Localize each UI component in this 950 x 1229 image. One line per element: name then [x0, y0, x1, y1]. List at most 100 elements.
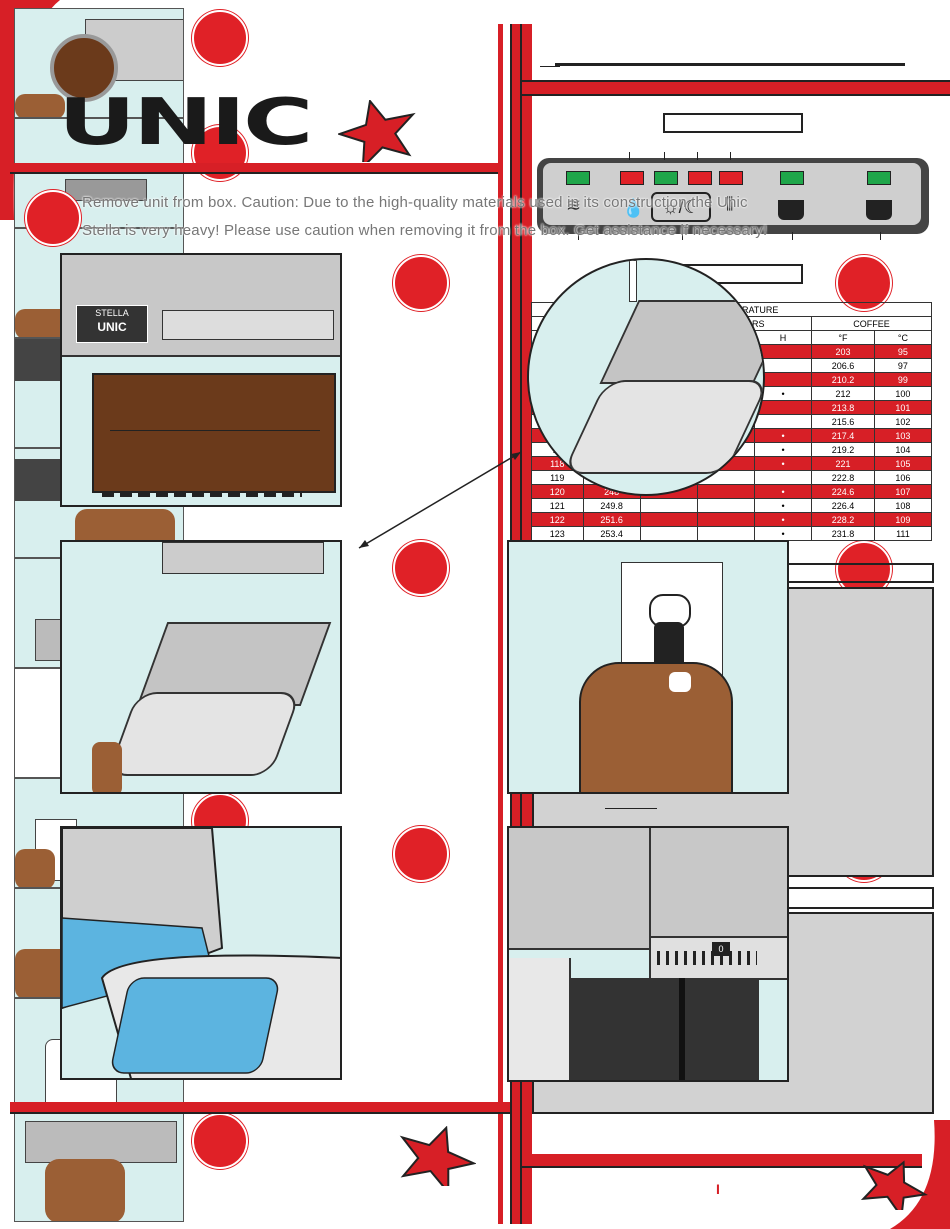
- lamp-double-cup: [867, 171, 891, 185]
- table-col-c: °C: [873, 330, 933, 345]
- table-cell: 108: [873, 498, 933, 513]
- heading-box-panel: [663, 113, 803, 133]
- heading-box-plug: [787, 563, 934, 583]
- table-cell: 210.2: [811, 372, 875, 387]
- power-switch[interactable]: 0: [712, 942, 730, 956]
- table-cell: 101: [873, 400, 933, 415]
- hand: [579, 662, 733, 792]
- table-cell: 251.6: [582, 512, 641, 527]
- bullet-11: [393, 826, 449, 882]
- table-cell: 105: [873, 456, 933, 471]
- table-cell: 213.8: [811, 400, 875, 415]
- sun-moon-switch[interactable]: ☼/☾: [651, 192, 711, 222]
- table-cell: [696, 484, 755, 499]
- lamp-water: [620, 171, 644, 185]
- table-cell: 222.8: [811, 470, 875, 485]
- heading-box-switch: [787, 887, 934, 909]
- header-rule: [555, 63, 905, 66]
- star-icon: [338, 100, 416, 162]
- table-cell: 97: [873, 358, 933, 373]
- table-cell: 249.8: [582, 498, 641, 513]
- steam-icon: ≋: [566, 195, 582, 215]
- table-cell: 100: [873, 386, 933, 401]
- table-cell: [753, 400, 813, 415]
- bullet-3: [25, 190, 81, 246]
- table-cell: 231.8: [811, 526, 875, 541]
- bullet-9: [393, 255, 449, 311]
- table-cell: [753, 470, 813, 485]
- table-cell: [696, 498, 755, 513]
- table-group-right: COFFEE: [811, 316, 932, 331]
- table-cell: 104: [873, 442, 933, 457]
- bullet-5: [192, 1113, 248, 1169]
- table-cell: 109: [873, 512, 933, 527]
- table-cell: 120: [531, 484, 584, 499]
- table-cell: 226.4: [811, 498, 875, 513]
- table-cell: 212: [811, 386, 875, 401]
- illustration-drip-tray: [60, 540, 342, 794]
- table-cell: •: [753, 442, 813, 457]
- table-cell: 123: [531, 526, 584, 541]
- star-icon-corner: [860, 1160, 928, 1210]
- hand: [15, 94, 65, 117]
- illustration-machine-on-box: STELLA UNIC: [60, 253, 342, 507]
- table-cell: [639, 526, 698, 541]
- double-cup-icon: [866, 200, 892, 220]
- control-panel: [537, 158, 929, 234]
- table-col-h: H: [753, 330, 813, 345]
- step1-text-line1: Remove unit from box. Caution: Due to th…: [82, 194, 748, 211]
- table-cell: 111: [873, 526, 933, 541]
- table-cell: 203: [811, 344, 875, 359]
- single-cup-icon: [778, 200, 804, 220]
- table-cell: •: [753, 512, 813, 527]
- magnifier-circle: [527, 258, 765, 496]
- table-cell: [639, 498, 698, 513]
- table-cell: •: [753, 526, 813, 541]
- table-cell: 106: [873, 470, 933, 485]
- table-cell: 95: [873, 344, 933, 359]
- thumbnail-portafilter: [14, 8, 184, 118]
- red-rule-upper: [10, 163, 500, 172]
- illustration-plug-in: [507, 540, 789, 794]
- table-cell: 107: [873, 484, 933, 499]
- bullet-1: [192, 10, 248, 66]
- star-icon-bottom: [399, 1126, 476, 1186]
- table-cell: 228.2: [811, 512, 875, 527]
- thumbnail-press-button: [14, 1108, 184, 1222]
- cardboard-box: [92, 373, 336, 493]
- hot-water-icon: ⫼: [726, 196, 734, 213]
- table-cell: 217.4: [811, 428, 875, 443]
- table-cell: 224.6: [811, 484, 875, 499]
- panel-brand-bottom: UNIC: [97, 320, 127, 334]
- lamp-single-cup: [780, 171, 804, 185]
- illustration-fill-reservoir: [60, 826, 342, 1080]
- red-rule-lower: [10, 1102, 510, 1112]
- unic-logo: UNIC: [58, 86, 313, 160]
- table-cell: 253.4: [582, 526, 641, 541]
- table-cell: [639, 512, 698, 527]
- illustration-power-switch: 0: [507, 826, 789, 1082]
- lamp-heat-1: [688, 171, 712, 185]
- table-cell: 215.6: [811, 414, 875, 429]
- portafilter-coffee: [50, 34, 118, 102]
- lamp-steam: [566, 171, 590, 185]
- page-number: I: [716, 1181, 720, 1197]
- table-cell: 99: [873, 372, 933, 387]
- corner-swoosh-bottom-right: [890, 1120, 950, 1229]
- table-cell: •: [753, 456, 813, 471]
- table-cell: •: [753, 484, 813, 499]
- table-cell: •: [753, 428, 813, 443]
- table-cell: •: [753, 498, 813, 513]
- panel-brand-top: STELLA: [95, 308, 129, 318]
- table-col-f: °F: [811, 330, 875, 345]
- table-cell: 103: [873, 428, 933, 443]
- water-drop-icon: 💧: [622, 198, 645, 218]
- lamp-heat-2: [719, 171, 743, 185]
- table-cell: [753, 414, 813, 429]
- table-cell: 122: [531, 512, 584, 527]
- table-cell: 121: [531, 498, 584, 513]
- red-rule-bottom-right: [522, 1154, 922, 1166]
